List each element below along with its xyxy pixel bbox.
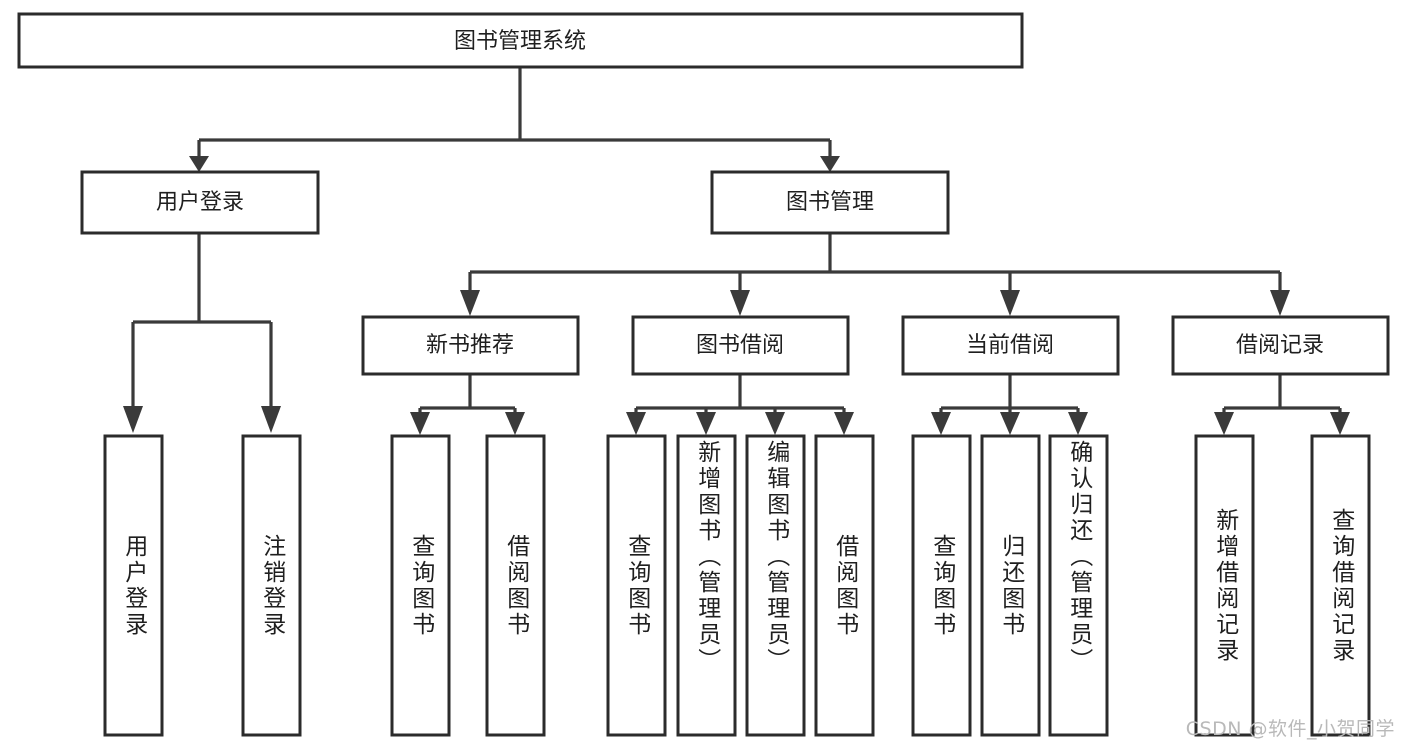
node-leaf-cb-confirm-return-box[interactable] xyxy=(1048,434,1109,737)
node-root[interactable]: 图书管理系统 xyxy=(17,12,1024,69)
node-leaf-bb-add-book-box[interactable] xyxy=(676,434,737,737)
arrow-userlogin-l2-icon xyxy=(261,406,281,433)
node-new-book-recommend-label: 新书推荐 xyxy=(426,333,514,358)
node-borrow-record[interactable]: 借阅记录 xyxy=(1171,315,1390,376)
node-leaf-br-add-record-box[interactable] xyxy=(1194,434,1255,737)
arrow-userlogin-l1-icon xyxy=(123,406,143,433)
arrow-to-user-login-icon xyxy=(189,156,209,172)
arrow-currentborrow-l1-icon xyxy=(931,412,951,435)
arrow-newbook-l2-icon xyxy=(505,412,525,435)
node-borrow-record-label: 借阅记录 xyxy=(1236,333,1324,358)
node-current-borrow-label: 当前借阅 xyxy=(966,333,1054,358)
arrow-borrowrecord-l2-icon xyxy=(1330,412,1350,435)
arrow-borrowrecord-l1-icon xyxy=(1214,412,1234,435)
arrow-currentborrow-l2-icon xyxy=(1000,412,1020,435)
watermark: CSDN @软件_小贺同学 xyxy=(1185,718,1395,740)
node-book-borrow-label: 图书借阅 xyxy=(696,333,784,358)
node-leaf-cb-return-book-box[interactable] xyxy=(980,434,1041,737)
arrow-newbook-l1-icon xyxy=(410,412,430,435)
node-user-login-label: 用户登录 xyxy=(156,190,244,215)
node-new-book-recommend-box[interactable] xyxy=(361,315,580,376)
node-book-manage[interactable]: 图书管理 xyxy=(710,170,950,235)
arrow-to-book-manage-icon xyxy=(820,156,840,172)
arrow-bookborrow-l1-icon xyxy=(626,412,646,435)
node-borrow-record-box[interactable] xyxy=(1171,315,1390,376)
node-leaf-bb-query-book-box[interactable] xyxy=(606,434,667,737)
node-leaf-bb-borrow-book-box[interactable] xyxy=(814,434,875,737)
node-new-book-recommend[interactable]: 新书推荐 xyxy=(361,315,580,376)
node-book-manage-label: 图书管理 xyxy=(786,190,874,215)
node-user-login[interactable]: 用户登录 xyxy=(80,170,320,235)
node-leaf-nbr-borrow-book-box[interactable] xyxy=(485,434,546,737)
node-book-manage-box[interactable] xyxy=(710,170,950,235)
node-book-borrow[interactable]: 图书借阅 xyxy=(631,315,850,376)
node-leaf-cb-query-book-box[interactable] xyxy=(911,434,972,737)
node-leaf-user-login-box[interactable] xyxy=(103,434,164,737)
arrow-to-newbook-icon xyxy=(460,290,480,316)
node-user-login-box[interactable] xyxy=(80,170,320,235)
node-leaf-nbr-query-book-box[interactable] xyxy=(390,434,451,737)
arrow-to-bookborrow-icon xyxy=(730,290,750,316)
node-current-borrow[interactable]: 当前借阅 xyxy=(901,315,1120,376)
arrow-to-borrowrecord-icon xyxy=(1270,290,1290,316)
node-root-box[interactable] xyxy=(17,12,1024,69)
node-book-borrow-box[interactable] xyxy=(631,315,850,376)
node-root-label: 图书管理系统 xyxy=(454,29,586,54)
arrow-bookborrow-l2-icon xyxy=(696,412,716,435)
node-leaf-logout-box[interactable] xyxy=(241,434,302,737)
arrow-currentborrow-l3-icon xyxy=(1068,412,1088,435)
node-current-borrow-box[interactable] xyxy=(901,315,1120,376)
connector-group xyxy=(123,68,1350,435)
node-leaf-br-query-record-box[interactable] xyxy=(1310,434,1371,737)
arrow-to-currentborrow-icon xyxy=(1000,290,1020,316)
arrow-bookborrow-l4-icon xyxy=(834,412,854,435)
node-leaf-bb-edit-book-box[interactable] xyxy=(745,434,806,737)
arrow-bookborrow-l3-icon xyxy=(765,412,785,435)
